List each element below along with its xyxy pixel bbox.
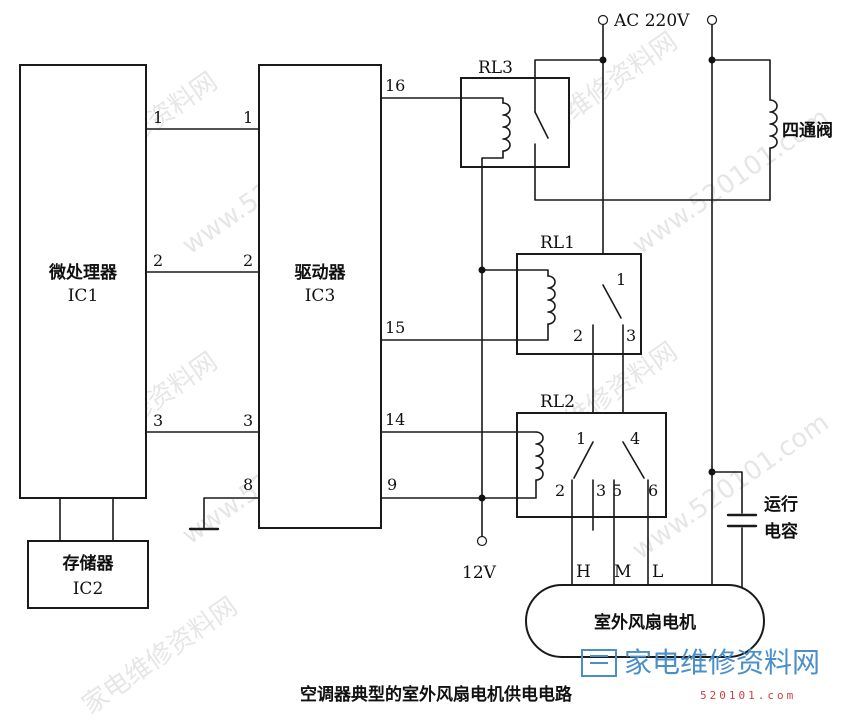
rl2-switch-a — [573, 441, 594, 479]
ic2-name: 存储器 — [63, 553, 115, 574]
rl1-coil-top — [481, 269, 549, 277]
ic3-pin15: 15 — [385, 318, 405, 337]
motor-terminal-m: M — [614, 562, 631, 582]
ic3-code: IC3 — [305, 286, 336, 306]
junction-12v-top — [478, 266, 486, 274]
logo-url: 520101.com — [700, 689, 796, 702]
valve-wire-top — [711, 59, 771, 101]
ic3-pin14: 14 — [385, 410, 405, 429]
dc-12v-label: 12V — [462, 563, 497, 583]
fan-motor — [525, 584, 765, 658]
rl2-coil-bottom — [380, 479, 537, 499]
rl2-contact-1: 1 — [576, 429, 586, 448]
ic3-block — [258, 64, 382, 529]
dc-12v-terminal — [476, 535, 488, 547]
figure-caption: 空调器典型的室外风扇电机供电电路 — [300, 684, 573, 705]
rl2-contact-2: 2 — [555, 481, 565, 500]
ic3-pin3: 3 — [243, 411, 253, 430]
rl2-coil — [535, 431, 544, 481]
ic3-pin2: 2 — [243, 251, 253, 270]
ic3-name: 驱动器 — [295, 263, 347, 283]
ic1-name: 微处理器 — [48, 262, 118, 283]
ic2-code: IC2 — [73, 579, 104, 599]
rl2-contact-6: 6 — [648, 481, 658, 500]
ic3-pin9: 9 — [387, 475, 397, 494]
ic1-pin2: 2 — [153, 251, 163, 270]
rl2-switch-b — [622, 441, 645, 479]
watermark-site: 家电维修资料网 — [77, 592, 243, 721]
rl1-coil — [547, 275, 556, 325]
rl1-contact-1: 1 — [616, 270, 626, 289]
valve-coil — [769, 99, 778, 149]
rl1-label: RL1 — [540, 233, 575, 253]
fan-motor-label: 室外风扇电机 — [594, 612, 696, 633]
site-logo: 家电维修资料网 520101.com — [581, 646, 820, 702]
motor-terminal-h: H — [576, 562, 591, 582]
rl2-contact-4: 4 — [630, 429, 640, 448]
rl1-switch-blade — [602, 284, 622, 319]
logo-icon — [581, 649, 617, 677]
cap-wire-top — [711, 471, 743, 514]
valve-label: 四通阀 — [782, 120, 833, 141]
rl3-contact-blade — [534, 111, 549, 139]
capacitor-label-2: 电容 — [764, 521, 798, 542]
ic3-pin1: 1 — [243, 108, 253, 127]
logo-text: 家电维修资料网 — [624, 646, 820, 679]
rl2-label: RL2 — [540, 392, 575, 412]
rl3-coil — [502, 102, 511, 152]
rl1-contact-2: 2 — [573, 326, 583, 345]
capacitor-label-1: 运行 — [764, 494, 798, 515]
rl3-coil-bottom — [481, 150, 504, 537]
ic1-pin3: 3 — [153, 411, 163, 430]
rl3-coil-top — [380, 97, 504, 104]
rl1-coil-bottom — [380, 323, 549, 341]
rl3-label: RL3 — [478, 58, 513, 78]
rl2-contact-3: 3 — [596, 481, 606, 500]
ic2-block — [27, 540, 149, 609]
ac-terminal-right — [706, 14, 718, 26]
ic1-code: IC1 — [68, 286, 99, 306]
rl3-contact-bottom — [534, 143, 771, 201]
rl3-relay — [460, 77, 570, 168]
ac-terminal-left — [597, 14, 609, 26]
motor-terminal-l: L — [652, 562, 663, 582]
rl3-contact-top — [534, 59, 604, 113]
rl2-relay — [516, 412, 667, 518]
ic1-pin1: 1 — [153, 108, 163, 127]
junction-12v-bottom — [478, 494, 486, 502]
ac-voltage-label: AC 220V — [613, 11, 690, 31]
rl1-contact-3: 3 — [626, 326, 636, 345]
rl2-contact-5: 5 — [612, 481, 622, 500]
wire-pin8-ground — [203, 497, 260, 529]
ic3-pin16: 16 — [385, 76, 405, 95]
ic3-pin8: 8 — [243, 475, 253, 494]
ic1-block — [19, 64, 147, 499]
